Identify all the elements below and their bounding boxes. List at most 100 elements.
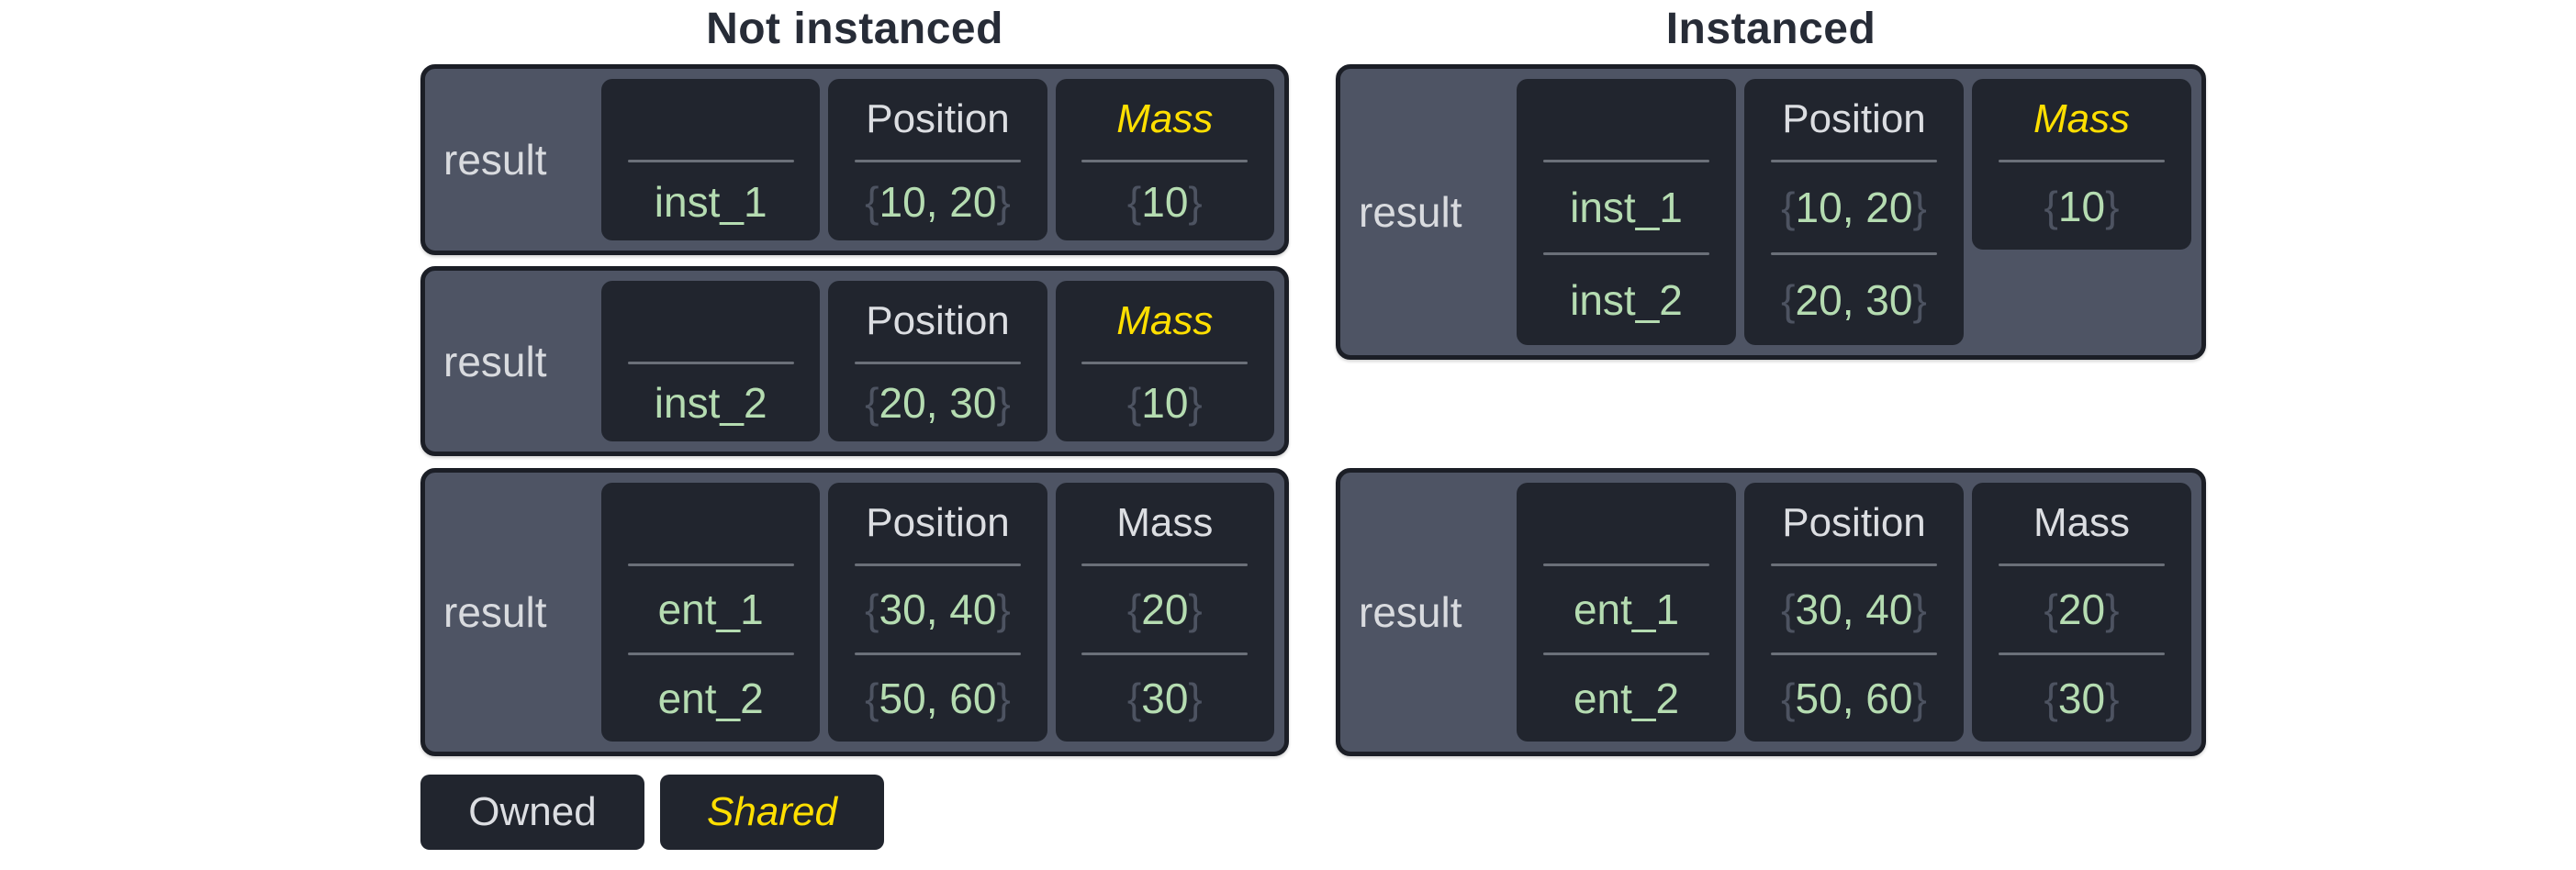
entity-column: ent_1 ent_2	[601, 483, 821, 742]
table-cells: ent_1 ent_2 Position {30, 40} {50, 60} M…	[601, 473, 1284, 752]
component-value: {20, 30}	[1744, 255, 1964, 345]
result-label: result	[1359, 188, 1462, 236]
component-value: {20, 30}	[828, 364, 1047, 441]
entity-name: ent_1	[1573, 586, 1680, 633]
close-brace: }	[996, 177, 1011, 226]
result-label: result	[443, 588, 547, 636]
table-instanced-entities: result ent_1 ent_2 Position {30, 40} {50…	[1336, 468, 2206, 756]
entity-column: inst_1 inst_2	[1517, 79, 1736, 345]
divider	[1770, 652, 1938, 655]
legend-owned: Owned	[420, 775, 644, 850]
value-text: 50, 60	[879, 675, 997, 722]
divider	[627, 160, 794, 162]
table-cells: inst_2 Position {20, 30} Mass {10}	[601, 271, 1284, 452]
component-value: {30}	[1056, 655, 1274, 742]
table-not-instanced-inst1: result inst_1 Position {10, 20} Mass {10…	[420, 64, 1289, 255]
divider	[1542, 252, 1710, 255]
entity-name: ent_2	[1573, 675, 1680, 722]
table-instanced-instances: result inst_1 inst_2 Position {10, 20} {…	[1336, 64, 2206, 360]
divider	[1998, 652, 2166, 655]
column-header-mass-shared: Mass	[1116, 96, 1214, 141]
entity-name: inst_1	[654, 177, 767, 226]
close-brace: }	[2105, 675, 2120, 722]
close-brace: }	[1912, 276, 1927, 324]
divider	[1081, 652, 1249, 655]
close-brace: }	[1188, 586, 1203, 633]
open-brace: {	[2044, 182, 2058, 230]
value-text: 20	[1141, 586, 1189, 633]
divider	[1770, 252, 1938, 255]
value-text: 10, 20	[879, 177, 997, 226]
instanced-title: Instanced	[1665, 5, 1876, 53]
close-brace: }	[2105, 586, 2120, 633]
not-instanced-title: Not instanced	[706, 5, 1003, 53]
entity-column: inst_2	[601, 281, 821, 441]
divider	[1542, 652, 1710, 655]
open-brace: {	[1126, 586, 1142, 633]
value-text: 10	[1141, 177, 1189, 226]
close-brace: }	[1188, 379, 1203, 427]
value-text: 50, 60	[1795, 675, 1913, 722]
value-text: 30	[1141, 675, 1189, 722]
close-brace: }	[996, 586, 1011, 633]
open-brace: {	[865, 586, 879, 633]
divider	[627, 362, 794, 364]
component-value: {30, 40}	[1744, 566, 1964, 652]
divider	[854, 563, 1022, 566]
open-brace: {	[865, 675, 879, 722]
component-value: {20}	[1972, 566, 2191, 652]
divider	[1770, 160, 1938, 162]
column-header-position: Position	[866, 500, 1010, 545]
close-brace: }	[1912, 586, 1927, 633]
entity-name: inst_1	[1570, 184, 1683, 231]
divider	[854, 362, 1022, 364]
position-column: Position {30, 40} {50, 60}	[1744, 483, 1964, 742]
table-not-instanced-inst2: result inst_2 Position {20, 30} Mass {10…	[420, 266, 1289, 456]
entity-column: ent_1 ent_2	[1517, 483, 1736, 742]
entity-name: ent_1	[657, 586, 764, 633]
divider	[854, 652, 1022, 655]
entity-column: inst_1	[601, 79, 821, 240]
open-brace: {	[1126, 675, 1142, 722]
close-brace: }	[2105, 182, 2120, 230]
entity-name: ent_2	[657, 675, 764, 722]
position-column: Position {30, 40} {50, 60}	[828, 483, 1047, 742]
value-text: 30, 40	[879, 586, 997, 633]
column-header-mass-shared: Mass	[1116, 298, 1214, 343]
column-header-position: Position	[866, 96, 1010, 141]
divider	[627, 563, 794, 566]
value-text: 20, 30	[879, 379, 997, 427]
open-brace: {	[1781, 586, 1796, 633]
position-column: Position {10, 20}	[828, 79, 1047, 240]
value-text: 10	[2057, 182, 2106, 230]
close-brace: }	[1188, 675, 1203, 722]
divider	[854, 160, 1022, 162]
column-header-mass: Mass	[1116, 500, 1214, 545]
open-brace: {	[1781, 675, 1796, 722]
position-column: Position {10, 20} {20, 30}	[1744, 79, 1964, 345]
open-brace: {	[865, 379, 879, 427]
open-brace: {	[2044, 586, 2058, 633]
open-brace: {	[2044, 675, 2058, 722]
divider	[1998, 160, 2166, 162]
component-value: {10, 20}	[1744, 162, 1964, 252]
entity-name: inst_2	[654, 379, 767, 427]
open-brace: {	[1126, 379, 1142, 427]
table-cells: ent_1 ent_2 Position {30, 40} {50, 60} M…	[1517, 473, 2201, 752]
result-label: result	[443, 136, 547, 184]
divider	[1542, 563, 1710, 566]
legend: Owned Shared	[420, 775, 884, 850]
column-header-mass-shared: Mass	[2033, 96, 2131, 141]
component-value: {50, 60}	[828, 655, 1047, 742]
value-text: 10, 20	[1795, 184, 1913, 231]
divider	[627, 652, 794, 655]
divider	[1998, 563, 2166, 566]
component-value: {50, 60}	[1744, 655, 1964, 742]
component-value: {10}	[1972, 162, 2191, 250]
divider	[1542, 160, 1710, 162]
value-text: 30, 40	[1795, 586, 1913, 633]
open-brace: {	[1126, 177, 1142, 226]
close-brace: }	[1912, 184, 1927, 231]
open-brace: {	[1781, 276, 1796, 324]
